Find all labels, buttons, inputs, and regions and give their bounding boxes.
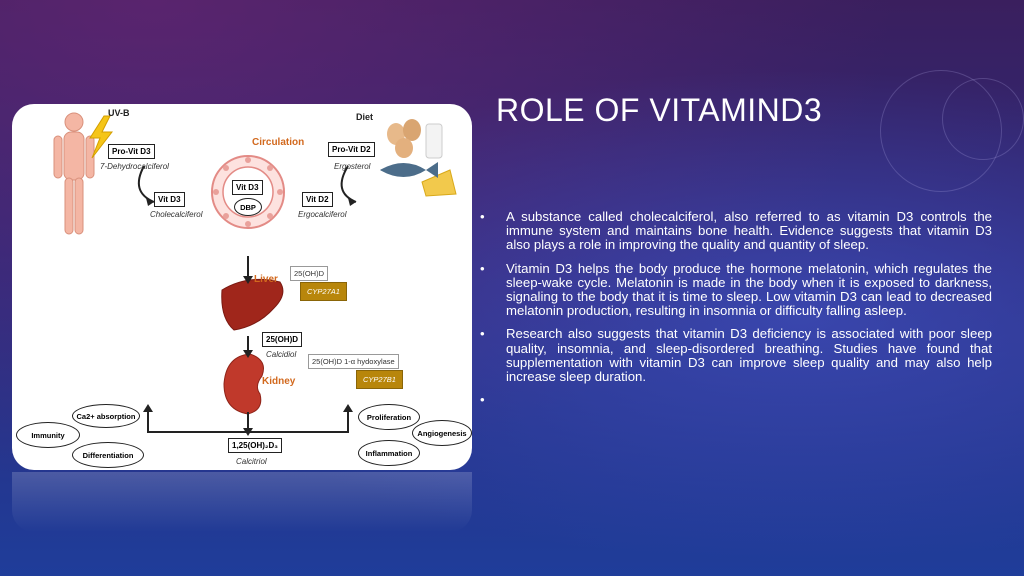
circulation-vit-d3-box: Vit D3 xyxy=(232,180,263,195)
effect-differentiation: Differentiation xyxy=(72,442,144,468)
diet-label: Diet xyxy=(356,112,374,122)
human-figure-icon xyxy=(53,112,95,235)
cyp27a1-box: CYP27A1 xyxy=(300,282,347,301)
25ohd-box: 25(OH)D xyxy=(262,332,303,347)
liver-icon xyxy=(221,278,284,331)
bullet-list: A substance called cholecalciferol, also… xyxy=(478,209,992,416)
diet-foods-icon xyxy=(380,119,457,197)
ergocalciferol-label: Ergocalciferol xyxy=(298,210,347,219)
slide-title: ROLE OF VITAMIND3 xyxy=(496,92,823,128)
bullet-item: Research also suggests that vitamin D3 d… xyxy=(478,327,992,384)
liver-label: Liver xyxy=(254,274,278,285)
vit-d3-box: Vit D3 xyxy=(154,192,185,207)
effect-inflammation: Inflammation xyxy=(358,440,420,466)
kidney-input-box: 25(OH)D 1-α hydoxylase xyxy=(308,354,399,369)
cholecalciferol-label: Cholecalciferol xyxy=(150,210,203,219)
diagram-reflection xyxy=(12,472,472,532)
dehydrocalciferol-label: 7-Dehydrocalciferol xyxy=(100,162,169,171)
bullet-item-empty xyxy=(478,393,992,407)
effect-immunity: Immunity xyxy=(16,422,80,448)
calcitriol-label: Calcitriol xyxy=(236,457,267,466)
dbp-oval: DBP xyxy=(234,198,262,216)
vit-d2-box: Vit D2 xyxy=(302,192,333,207)
decorative-ring-small xyxy=(942,78,1024,160)
kidney-label: Kidney xyxy=(262,376,296,387)
liver-input-box: 25(OH)D xyxy=(290,266,329,281)
kidney-icon xyxy=(223,353,264,415)
effect-ca-absorption: Ca2+ absorption xyxy=(72,404,140,428)
lightning-icon xyxy=(89,115,114,159)
diagram-graphics xyxy=(53,112,457,436)
ergosterol-label: Ergosterol xyxy=(334,162,371,171)
bullet-item: Vitamin D3 helps the body produce the ho… xyxy=(478,261,992,319)
calcitriol-formula-box: 1,25(OH)₂D₃ xyxy=(228,438,282,453)
cyp27b1-box: CYP27B1 xyxy=(356,370,403,389)
uvb-label: UV-B xyxy=(108,108,130,118)
pro-vit-d3-box: Pro-Vit D3 xyxy=(108,144,155,159)
pro-vit-d2-box: Pro-Vit D2 xyxy=(328,142,375,157)
circulation-label: Circulation xyxy=(252,137,305,148)
effect-angiogenesis: Angiogenesis xyxy=(412,420,472,446)
effect-proliferation: Proliferation xyxy=(358,404,420,430)
bullet-item: A substance called cholecalciferol, also… xyxy=(478,209,992,253)
calcidiol-label: Calcidiol xyxy=(266,350,297,359)
vitamin-d-metabolism-diagram: UV-B Diet Circulation Pro-Vit D3 7-Dehyd… xyxy=(12,104,472,470)
